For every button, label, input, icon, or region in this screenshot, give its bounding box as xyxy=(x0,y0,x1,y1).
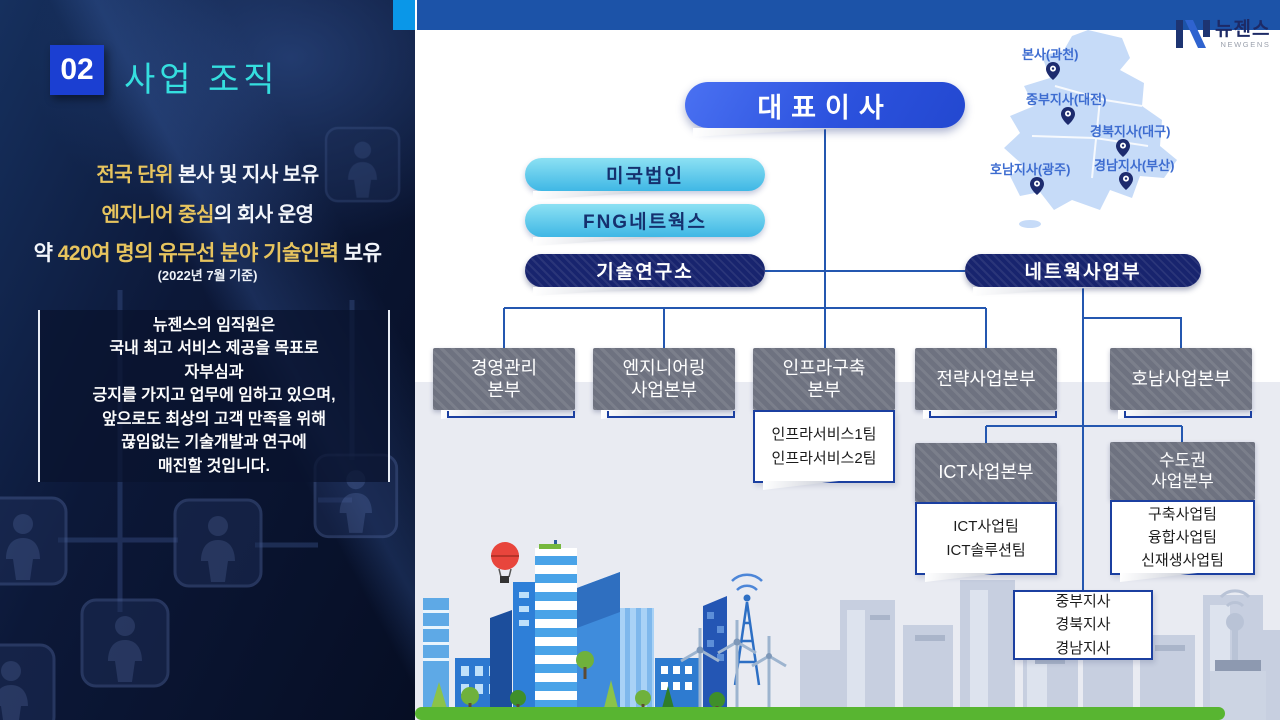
org-node-infra-teams: 인프라서비스1팀 인프라서비스2팀 xyxy=(753,410,895,483)
org-node-ceo: 대표이사 xyxy=(685,82,965,128)
org-node-ict-hq: ICT사업본부 xyxy=(915,443,1057,502)
org-node-capital-teams: 구축사업팀 융합사업팀 신재생사업팀 xyxy=(1110,500,1255,575)
page-title: 사업 조직 xyxy=(124,61,279,99)
newgens-logo-icon xyxy=(1176,20,1210,48)
left-panel: 02 사업 조직 전국 단위 본사 및 지사 보유 엔지니어 중심의 회사 운영… xyxy=(0,0,415,720)
logo-name: 뉴젠스 xyxy=(1215,19,1271,40)
map-label-gyeongnam-branch: 경남지사(부산) xyxy=(1094,158,1175,173)
location-pin-icon xyxy=(1030,177,1044,195)
logo-subtitle: NEWGENS xyxy=(1220,40,1271,49)
highlight-text: 약 xyxy=(33,242,58,265)
highlight-line-1: 전국 단위 본사 및 지사 보유 xyxy=(0,158,415,187)
city-skyline-illustration xyxy=(415,540,1280,720)
org-node-infrastructure-hq: 인프라구축 본부 xyxy=(753,348,895,410)
map-label-headquarters: 본사(과천) xyxy=(1022,47,1079,62)
org-node-research-institute: 기술연구소 xyxy=(525,254,765,287)
highlight-gold-text: 엔지니어 중심 xyxy=(101,204,214,226)
highlight-line-3: 약 420여 명의 유무선 분야 기술인력 보유 xyxy=(0,237,415,267)
location-pin-icon xyxy=(1061,107,1075,125)
org-node-regional-branches: 중부지사 경북지사 경남지사 xyxy=(1013,590,1153,660)
map-label-honam-branch: 호남지사(광주) xyxy=(990,162,1071,177)
highlight-note: (2022년 7월 기준) xyxy=(157,268,258,283)
org-node-engineering-hq: 엔지니어링 사업본부 xyxy=(593,348,735,410)
box-bracket xyxy=(1124,411,1252,418)
box-bracket xyxy=(607,411,735,418)
trees xyxy=(429,651,725,716)
box-bracket xyxy=(447,411,575,418)
org-node-capital-area-hq: 수도권 사업본부 xyxy=(1110,442,1255,500)
mission-quote-box: 뉴젠스의 임직원은 국내 최고 서비스 제공을 목표로 자부심과 긍지를 가지고… xyxy=(38,310,390,482)
mission-quote-text: 뉴젠스의 임직원은 국내 최고 서비스 제공을 목표로 자부심과 긍지를 가지고… xyxy=(92,316,336,475)
hot-air-balloon-icon xyxy=(491,542,519,583)
highlight-gold-text: 420여 명의 유무선 분야 기술인력 xyxy=(57,242,339,265)
highlight-text: 의 회사 운영 xyxy=(213,204,314,226)
map-label-central-branch: 중부지사(대전) xyxy=(1026,92,1107,107)
wind-turbine-icon xyxy=(680,620,787,720)
top-accent-bar xyxy=(417,0,1280,30)
org-node-ict-teams: ICT사업팀 ICT솔루션팀 xyxy=(915,502,1057,575)
highlight-text: 보유 xyxy=(338,242,382,265)
org-node-network-division: 네트웍사업부 xyxy=(965,254,1201,287)
company-logo: 뉴젠스 NEWGENS xyxy=(1176,20,1270,49)
highlight-line-2: 엔지니어 중심의 회사 운영 xyxy=(0,198,415,227)
org-node-management-hq: 경영관리 본부 xyxy=(433,348,575,410)
location-pin-icon xyxy=(1119,172,1133,190)
grass-strip xyxy=(415,707,1225,720)
location-pin-icon xyxy=(1116,139,1130,157)
org-node-fng-networks: FNG네트웍스 xyxy=(525,204,765,237)
org-node-honam-hq: 호남사업본부 xyxy=(1110,348,1252,410)
highlight-gold-text: 전국 단위 xyxy=(96,164,174,186)
korea-map xyxy=(1004,30,1177,228)
top-accent-square xyxy=(393,0,415,30)
org-node-us-corporation: 미국법인 xyxy=(525,158,765,191)
box-bracket xyxy=(929,411,1057,418)
map-label-gyeongbuk-branch: 경북지사(대구) xyxy=(1090,124,1171,139)
location-pin-icon xyxy=(1046,62,1060,80)
highlight-text: 본사 및 지사 보유 xyxy=(173,164,319,186)
org-node-strategy-hq: 전략사업본부 xyxy=(915,348,1057,410)
section-number: 02 xyxy=(50,45,104,95)
